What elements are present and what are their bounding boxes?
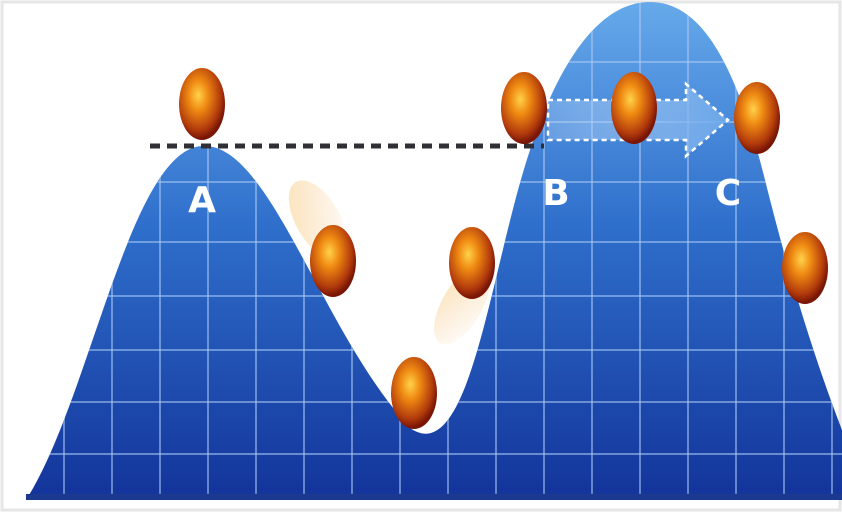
ball-ascending xyxy=(449,227,495,299)
ball-falling-right xyxy=(782,232,828,304)
label-b: B xyxy=(542,173,569,214)
ball-at-a xyxy=(179,68,225,140)
label-c: C xyxy=(715,173,741,214)
label-a: A xyxy=(188,180,216,221)
ball-descending xyxy=(310,225,356,297)
baseline xyxy=(26,494,842,500)
ball-moving-right xyxy=(611,72,657,144)
ball-at-b xyxy=(501,72,547,144)
ball-bottom xyxy=(391,357,437,429)
ball-at-c xyxy=(734,82,780,154)
